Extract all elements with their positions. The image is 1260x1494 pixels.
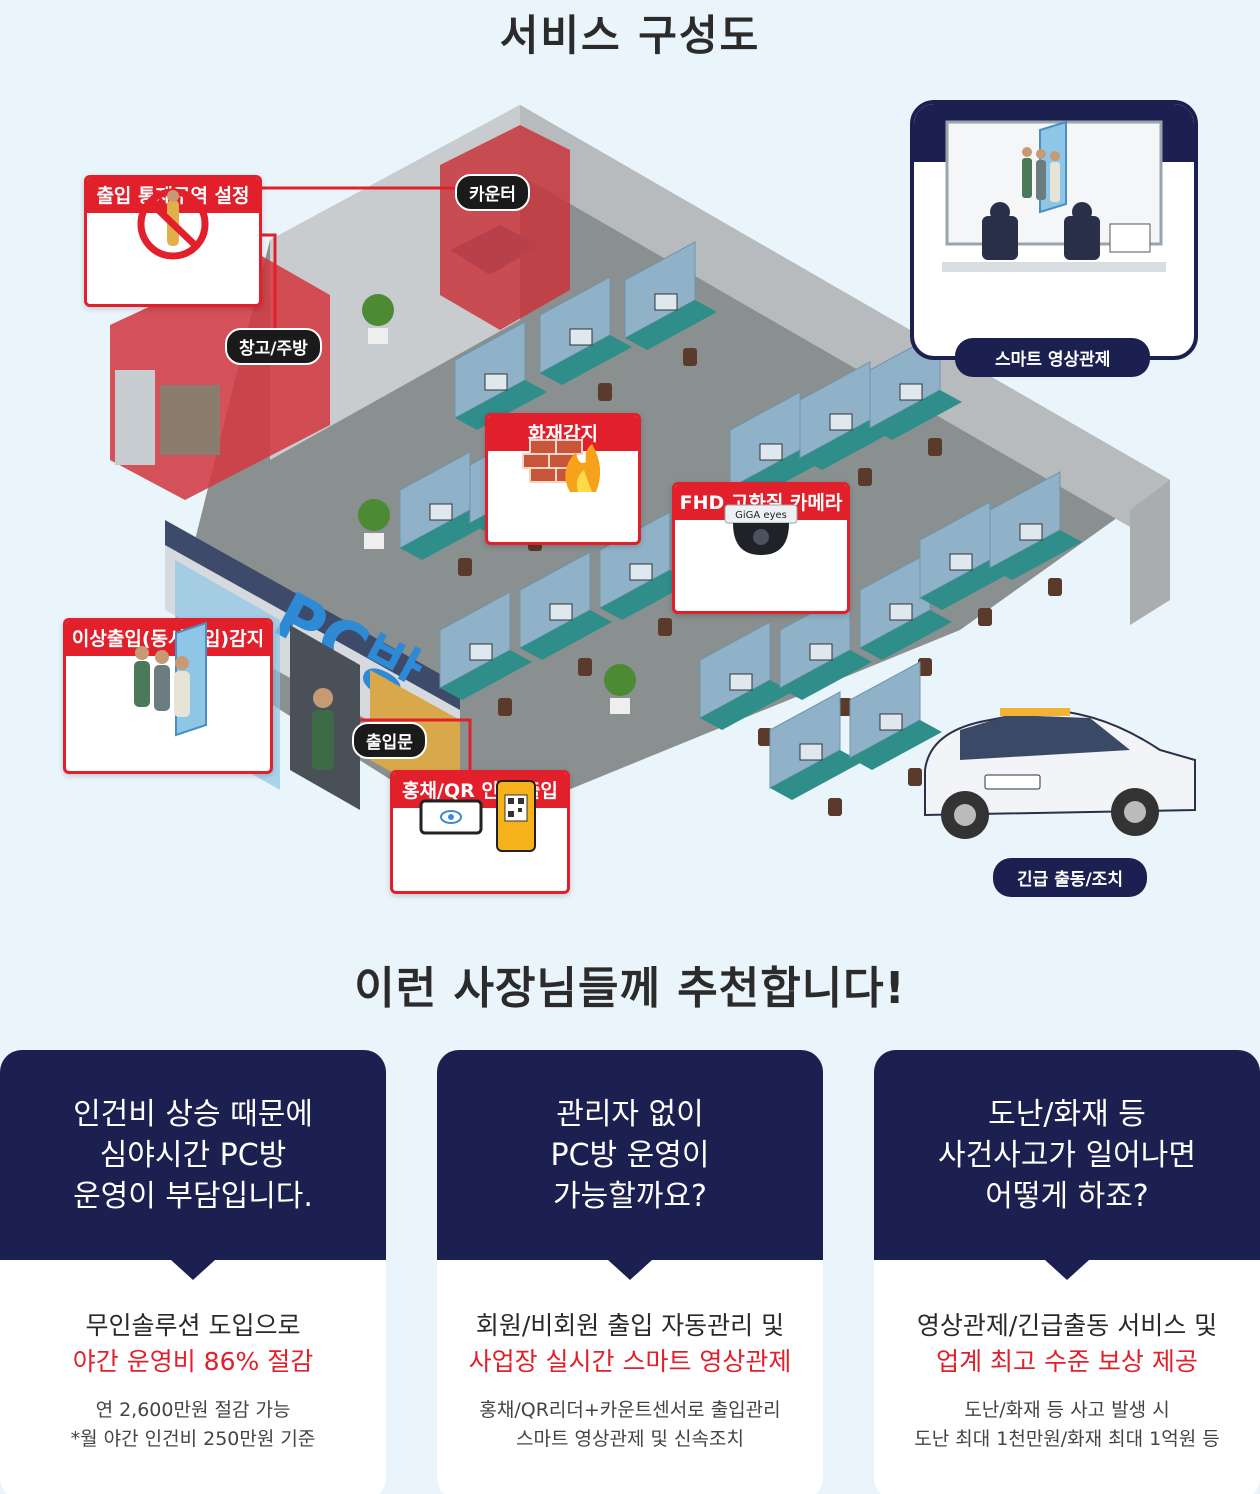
card-question: 관리자 없이 PC방 운영이 가능할까요? <box>437 1050 823 1280</box>
card-highlight: 야간 운영비 86% 절감 <box>72 1347 314 1376</box>
camera-card: FHD 고화질 카메라 GiGA eyes <box>672 482 850 614</box>
qr-entry-card: 홍채/QR 인증 출입 <box>390 770 570 894</box>
recommend-card-incident: 도난/화재 등 사건사고가 일어나면 어떻게 하죠? 영상관제/긴급출동 서비스… <box>874 1050 1260 1494</box>
control-center-panel: KT텔레캅 관제센터 <box>910 100 1198 360</box>
fire-detect-card: 화재감지 <box>485 413 641 545</box>
card-answer: 회원/비회원 출입 자동관리 및 사업장 실시간 스마트 영상관제 홍채/QR리… <box>437 1260 823 1454</box>
storage-label: 창고/주방 <box>225 328 322 365</box>
group-entry-icon <box>134 621 207 737</box>
card-question: 도난/화재 등 사건사고가 일어나면 어떻게 하죠? <box>874 1050 1260 1280</box>
service-diagram: PC방 출입 통제구역 설정 <box>0 70 1260 930</box>
iris-qr-icon <box>419 780 536 852</box>
no-entry-icon <box>137 188 209 260</box>
page-title: 서비스 구성도 <box>499 11 761 60</box>
card-highlight: 사업장 실시간 스마트 영상관제 <box>468 1347 792 1376</box>
counter-label: 카운터 <box>455 174 530 211</box>
card-highlight: 업계 최고 수준 보상 제공 <box>936 1347 1198 1376</box>
svg-text:GiGA eyes: GiGA eyes <box>735 510 787 521</box>
patrol-car-illustration <box>924 708 1196 839</box>
emergency-label: 긴급 출동/조치 <box>993 858 1147 897</box>
card-answer: 무인솔루션 도입으로 야간 운영비 86% 절감 연 2,600만원 절감 가능… <box>0 1260 386 1454</box>
card-question: 인건비 상승 때문에 심야시간 PC방 운영이 부담입니다. <box>0 1050 386 1280</box>
monitoring-room-illustration <box>942 120 1166 272</box>
recommend-card-labor-cost: 인건비 상승 때문에 심야시간 PC방 운영이 부담입니다. 무인솔루션 도입으… <box>0 1050 386 1494</box>
card-answer: 영상관제/긴급출동 서비스 및 업계 최고 수준 보상 제공 도난/화재 등 사… <box>874 1260 1260 1454</box>
recommend-card-unmanned: 관리자 없이 PC방 운영이 가능할까요? 회원/비회원 출입 자동관리 및 사… <box>437 1050 823 1494</box>
abnormal-entry-label: 이상출입(동시출입)감지 <box>66 621 270 656</box>
abnormal-entry-card: 이상출입(동시출입)감지 <box>63 618 273 774</box>
smart-monitoring-label: 스마트 영상관제 <box>955 338 1151 377</box>
fire-icon <box>522 439 601 492</box>
access-zone-card: 출입 통제구역 설정 <box>84 175 262 307</box>
dome-camera-icon: GiGA eyes <box>724 504 798 555</box>
entrance-label: 출입문 <box>352 722 427 759</box>
recommend-title: 이런 사장님들께 추천합니다! <box>354 963 906 1014</box>
